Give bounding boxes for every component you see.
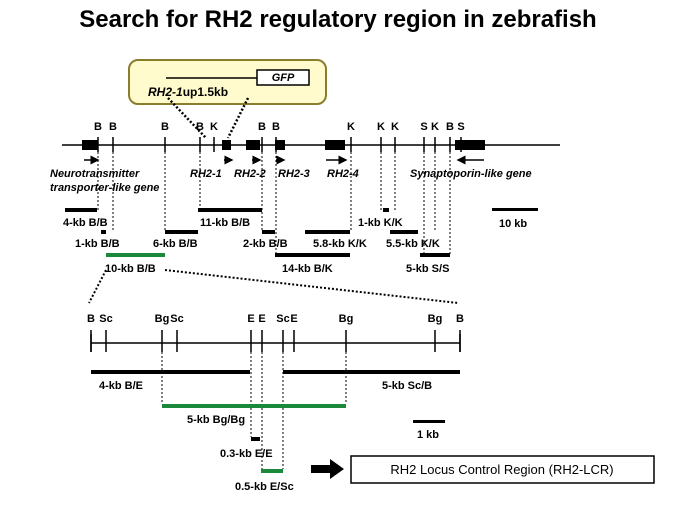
zoom-site-label: E	[290, 313, 297, 325]
fragment-4kb-be: 4-kb B/E	[99, 380, 143, 392]
zoom-site-label: B	[456, 313, 464, 325]
fragment-55kb: 5.5-kb K/K	[386, 238, 440, 250]
zoom-site-label: B	[87, 313, 95, 325]
gfp-box	[256, 69, 310, 86]
locus-fragments: 4-kb B/B 11-kb B/B 1-kb K/K 10 kb 1-kb B…	[63, 208, 538, 275]
fragment-58kb: 5.8-kb K/K	[313, 238, 367, 250]
fragment-5kb-ss: 5-kb S/S	[406, 263, 449, 275]
lcr-box	[350, 455, 655, 484]
construct-label: RH2-1up1.5kb	[148, 85, 228, 99]
fragment-bar-03kb	[251, 437, 260, 441]
gene-rh2-4: RH2-4	[327, 168, 359, 180]
exon-synaptoporin	[455, 140, 485, 150]
fragment-bar-1kb-bb	[101, 230, 106, 234]
construct-link-left	[167, 97, 207, 139]
gfp-label: GFP	[272, 72, 295, 84]
fragment-5kb-bgbg: 5-kb Bg/Bg	[187, 414, 245, 426]
fragment-11kb: 11-kb B/B	[200, 217, 250, 229]
zoom-site-label: Sc	[99, 313, 112, 325]
zoom-site-label: Bg	[339, 313, 354, 325]
zoom-site-label: Sc	[170, 313, 183, 325]
locus-site-label: B	[161, 121, 169, 133]
locus-site-label: B	[94, 121, 102, 133]
fragment-bar-05kb-green	[261, 469, 283, 473]
reporter-construct: GFP RH2-1up1.5kb	[128, 59, 327, 105]
zoom-site-label: Sc	[276, 313, 289, 325]
fragment-bar-10kb-green	[106, 253, 165, 257]
fragment-bar-2kb	[262, 230, 275, 234]
zoom-site-label: Bg	[155, 313, 170, 325]
fragment-bar-4kb-be	[91, 370, 250, 374]
lcr-arrow	[311, 459, 344, 479]
scale-10kb: 10 kb	[499, 218, 527, 230]
exon-neurotransmitter	[82, 140, 98, 150]
locus-site-label: B	[196, 121, 204, 133]
locus-site-label: K	[391, 121, 399, 133]
fragment-1kb-bb: 1-kb B/B	[75, 238, 120, 250]
construct-label-italic: RH2-1	[148, 85, 183, 99]
locus-site-label: B	[446, 121, 454, 133]
exon-rh2-2	[246, 140, 260, 150]
locus-site-label: S	[457, 121, 464, 133]
locus-site-label: K	[347, 121, 355, 133]
scale-bar-10kb	[492, 208, 538, 211]
exon-rh2-1	[222, 140, 231, 150]
zoom-link-right	[164, 269, 459, 304]
construct-label-rest: up1.5kb	[183, 85, 228, 99]
fragment-1kb-kk: 1-kb K/K	[358, 217, 403, 229]
fragment-bar-58kb	[305, 230, 350, 234]
gene-rh2-3: RH2-3	[278, 168, 310, 180]
zoom-site-label: Bg	[428, 313, 443, 325]
scale-bar-1kb	[413, 420, 445, 423]
page-title: Search for RH2 regulatory region in zebr…	[79, 6, 596, 33]
zoom-site-label: E	[258, 313, 265, 325]
fragment-bar-14kb	[275, 253, 350, 257]
exon-rh2-3	[275, 140, 285, 150]
gene-neurotransmitter-line1: Neurotransmitter	[50, 168, 140, 180]
exon-rh2-4	[325, 140, 345, 150]
fragment-6kb: 6-kb B/B	[153, 238, 198, 250]
fragment-bar-4kb	[65, 208, 97, 212]
fragment-2kb: 2-kb B/B	[243, 238, 288, 250]
fragment-bar-5kb-bgbg-green	[162, 404, 346, 408]
locus-site-label: B	[109, 121, 117, 133]
fragment-bar-5kb-scb	[283, 370, 460, 374]
fragment-5kb-scb: 5-kb Sc/B	[382, 380, 432, 392]
locus-site-label: K	[210, 121, 218, 133]
fragment-bar-1kb-kk	[383, 208, 389, 212]
fragment-14kb: 14-kb B/K	[282, 263, 333, 275]
construct-link-right	[226, 97, 250, 139]
locus-site-label: K	[377, 121, 385, 133]
gene-rh2-1: RH2-1	[190, 168, 222, 180]
locus-site-label: B	[272, 121, 280, 133]
fragment-bar-55kb	[390, 230, 418, 234]
locus-site-label: S	[420, 121, 427, 133]
fragment-bar-5kb-ss	[420, 253, 450, 257]
fragment-03kb: 0.3-kb E/E	[220, 448, 273, 460]
fragment-05kb: 0.5-kb E/Sc	[235, 481, 294, 493]
fragment-10kb: 10-kb B/B	[105, 263, 156, 275]
zoom-site-label: E	[247, 313, 254, 325]
locus-map	[62, 140, 560, 150]
locus-site-label: K	[431, 121, 439, 133]
zoom-link-left	[88, 269, 107, 304]
gene-neurotransmitter-line2: transporter-like gene	[50, 182, 159, 194]
scale-1kb: 1 kb	[417, 429, 439, 441]
fragment-bar-6kb	[165, 230, 198, 234]
zoom-map	[90, 334, 461, 352]
fragment-4kb: 4-kb B/B	[63, 217, 108, 229]
gene-synaptoporin: Synaptoporin-like gene	[410, 168, 532, 180]
gene-rh2-2: RH2-2	[234, 168, 266, 180]
lcr-label: RH2 Locus Control Region (RH2-LCR)	[390, 462, 613, 477]
fragment-bar-11kb	[198, 208, 262, 212]
zoom-fragments: 4-kb B/E 5-kb Sc/B 5-kb Bg/Bg 1 kb 0.3-k…	[91, 370, 460, 493]
locus-site-label: B	[258, 121, 266, 133]
